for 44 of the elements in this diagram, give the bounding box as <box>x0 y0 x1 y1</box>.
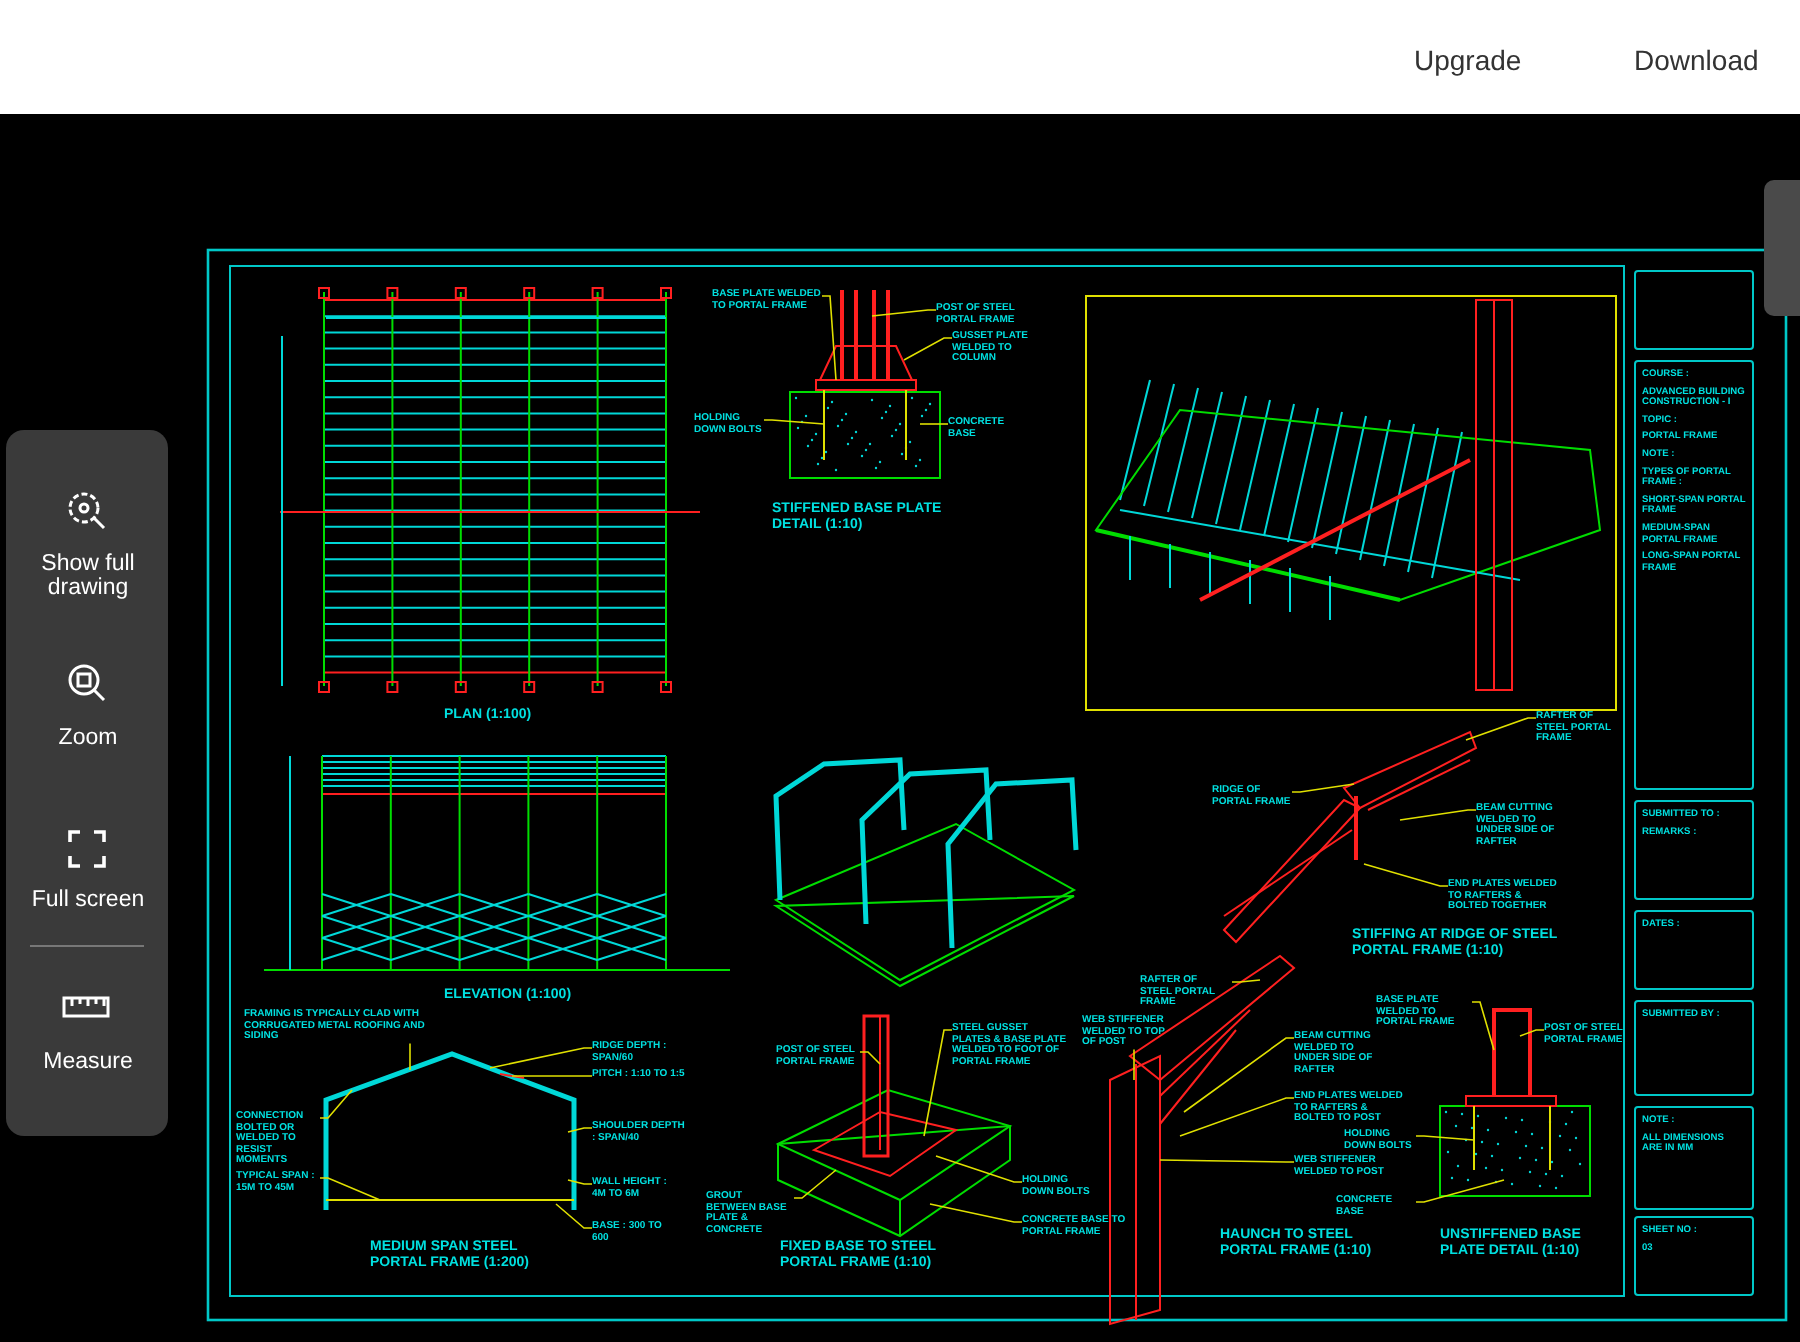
nav-link: Download <box>1634 44 1761 76</box>
leader-line <box>1231 979 1261 983</box>
leader-line <box>859 1051 881 1065</box>
leader-line <box>1471 1001 1495 1051</box>
leader-line <box>1519 1029 1545 1037</box>
leader-line <box>1133 1048 1135 1081</box>
tool-label: Full screen <box>29 888 147 912</box>
leader-line <box>821 295 837 381</box>
leader-line <box>793 1169 837 1199</box>
leader-line <box>1363 863 1449 887</box>
leader-line <box>1159 1159 1295 1163</box>
leader-line <box>919 423 949 425</box>
leader-line <box>1465 717 1537 741</box>
nav-link: Upgrade <box>1414 44 1518 76</box>
leader-line <box>929 1203 1023 1223</box>
leader-line <box>763 419 825 425</box>
leader-line <box>319 1089 353 1119</box>
title-block-cell <box>1634 360 1754 790</box>
tool-label: Show full drawing <box>39 552 137 600</box>
leader-line <box>1291 783 1355 793</box>
title-block-cell <box>1634 1216 1754 1296</box>
title-block-cell <box>1634 800 1754 900</box>
tool-label: Zoom <box>56 726 120 750</box>
title-block-cell <box>1634 270 1754 350</box>
leader-line <box>555 1203 593 1229</box>
leader-line <box>923 1029 953 1137</box>
leader-line <box>409 1042 411 1071</box>
leader-line <box>489 1047 593 1069</box>
leader-line <box>1183 1037 1295 1113</box>
tool-label: Measure <box>41 1050 135 1074</box>
leader-line <box>567 1179 593 1185</box>
leader-line <box>1415 1179 1505 1203</box>
leader-line <box>935 1155 1023 1183</box>
leader-line <box>1399 809 1477 821</box>
leader-line <box>1179 1097 1295 1137</box>
leader-line <box>903 337 953 361</box>
title-block-cell <box>1634 1000 1754 1096</box>
title-block-cell <box>1634 910 1754 990</box>
leader-line <box>871 309 937 317</box>
leader-line <box>567 1127 593 1133</box>
leader-line <box>1415 1135 1475 1141</box>
leader-line <box>511 1075 593 1077</box>
title-block-cell <box>1634 1106 1754 1210</box>
leader-line <box>319 1177 381 1201</box>
